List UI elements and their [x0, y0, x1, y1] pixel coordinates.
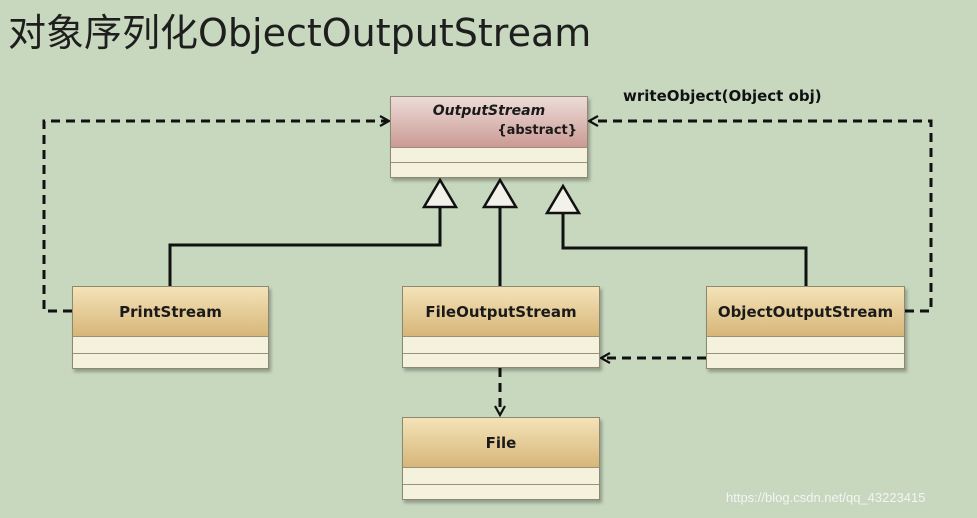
class-methods: [707, 354, 904, 368]
class-name: PrintStream: [119, 302, 222, 321]
class-name: FileOutputStream: [425, 302, 577, 321]
class-header: File: [403, 418, 599, 468]
class-attributes: [403, 337, 599, 354]
page-title: 对象序列化ObjectOutputStream: [8, 11, 592, 55]
class-file: File: [402, 417, 600, 500]
class-name: OutputStream: [432, 103, 546, 119]
class-attributes: [707, 337, 904, 354]
class-methods: [403, 485, 599, 499]
inherit-arrow-printstream: [421, 177, 459, 209]
class-header: OutputStream {abstract}: [391, 97, 587, 148]
class-header: ObjectOutputStream: [707, 287, 904, 337]
class-fileoutputstream: FileOutputStream: [402, 286, 600, 368]
class-printstream: PrintStream: [72, 286, 269, 369]
inherit-line-printstream: [168, 207, 442, 286]
class-name: File: [485, 433, 517, 452]
class-methods: [391, 163, 587, 177]
class-methods: [73, 354, 268, 368]
dependency-objectoutputstream-outputstream: [590, 121, 933, 313]
class-attributes: [391, 148, 587, 163]
class-objectoutputstream: ObjectOutputStream: [706, 286, 905, 369]
inherit-arrow-fileoutputstream: [481, 177, 519, 209]
class-header: PrintStream: [73, 287, 268, 337]
inherit-arrow-objectoutputstream: [544, 183, 582, 215]
class-name: ObjectOutputStream: [717, 302, 894, 321]
class-header: FileOutputStream: [403, 287, 599, 337]
dependency-printstream-outputstream: [42, 121, 388, 313]
inherit-line-objectoutputstream: [561, 213, 808, 286]
watermark-text: https://blog.csdn.net/qq_43223415: [726, 490, 926, 505]
class-attributes: [73, 337, 268, 354]
write-object-label: writeObject(Object obj): [623, 87, 822, 105]
class-methods: [403, 354, 599, 367]
class-attributes: [403, 468, 599, 485]
class-outputstream: OutputStream {abstract}: [390, 96, 588, 178]
class-stereotype: {abstract}: [497, 123, 577, 138]
